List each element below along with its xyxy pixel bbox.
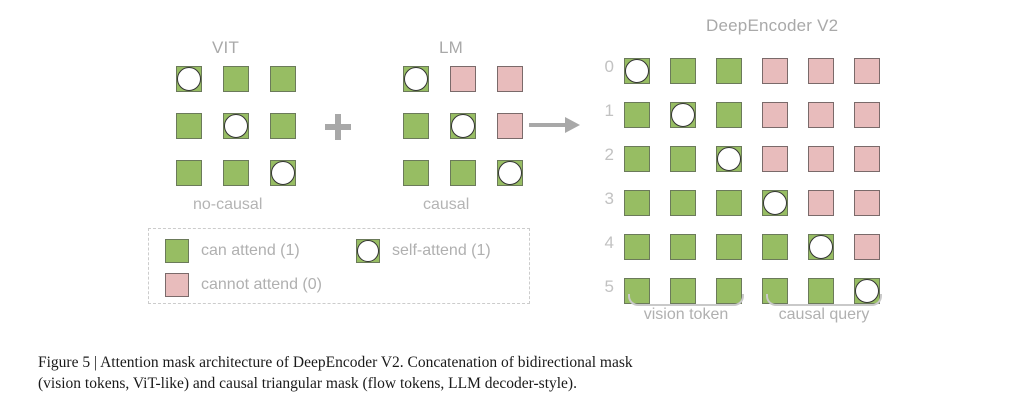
lm-cell-2-1 bbox=[450, 160, 476, 186]
deepencoder-cell-3-0 bbox=[624, 190, 650, 216]
vit-cell-0-0 bbox=[176, 66, 202, 92]
right-arrow-icon bbox=[529, 117, 583, 133]
deepencoder-cell-4-5 bbox=[854, 234, 880, 260]
vision-token-label: vision token bbox=[643, 306, 729, 323]
vit-sublabel: no-causal bbox=[193, 196, 263, 213]
deepencoder-cell-1-4 bbox=[808, 102, 834, 128]
figure-caption: Figure 5 | Attention mask architecture o… bbox=[38, 352, 738, 394]
deepencoder-cell-4-1 bbox=[670, 234, 696, 260]
deepencoder-cell-0-3 bbox=[762, 58, 788, 84]
deepencoder-cell-2-3 bbox=[762, 146, 788, 172]
deepencoder-cell-3-4 bbox=[808, 190, 834, 216]
deepencoder-cell-4-2 bbox=[716, 234, 742, 260]
deepencoder-row-label-3: 3 bbox=[604, 189, 614, 208]
deepencoder-row-label-4: 4 bbox=[604, 233, 614, 252]
vit-cell-2-0 bbox=[176, 160, 202, 186]
deepencoder-cell-1-1 bbox=[670, 102, 696, 128]
can-attend-swatch-icon bbox=[165, 239, 189, 263]
deepencoder-cell-0-2 bbox=[716, 58, 742, 84]
lm-cell-0-0 bbox=[403, 66, 429, 92]
lm-cell-0-1 bbox=[450, 66, 476, 92]
causal-query-brace bbox=[766, 294, 882, 306]
deepencoder-cell-2-5 bbox=[854, 146, 880, 172]
vit-title: VIT bbox=[212, 38, 240, 57]
deepencoder-cell-5-4 bbox=[808, 278, 834, 304]
deepencoder-cell-0-0 bbox=[624, 58, 650, 84]
deepencoder-cell-1-5 bbox=[854, 102, 880, 128]
vit-cell-2-1 bbox=[223, 160, 249, 186]
vit-cell-0-1 bbox=[223, 66, 249, 92]
vit-cell-1-0 bbox=[176, 113, 202, 139]
legend-item-self-attend: self-attend (1) bbox=[356, 239, 491, 263]
legend-item-cannot-attend: cannot attend (0) bbox=[165, 273, 322, 297]
lm-cell-1-2 bbox=[497, 113, 523, 139]
vit-cell-1-2 bbox=[270, 113, 296, 139]
lm-cell-2-0 bbox=[403, 160, 429, 186]
deepencoder-cell-2-4 bbox=[808, 146, 834, 172]
deepencoder-cell-0-1 bbox=[670, 58, 696, 84]
deepencoder-cell-0-4 bbox=[808, 58, 834, 84]
legend-item-can-attend: can attend (1) bbox=[165, 239, 300, 263]
deepencoder-cell-3-3 bbox=[762, 190, 788, 216]
vision-token-brace bbox=[628, 294, 744, 306]
deepencoder-title: DeepEncoder V2 bbox=[706, 16, 839, 35]
deepencoder-cell-1-2 bbox=[716, 102, 742, 128]
deepencoder-row-label-5: 5 bbox=[604, 277, 614, 296]
deepencoder-cell-4-4 bbox=[808, 234, 834, 260]
arrow-head bbox=[565, 117, 580, 133]
plus-icon bbox=[325, 114, 351, 140]
deepencoder-cell-3-1 bbox=[670, 190, 696, 216]
vit-cell-1-1 bbox=[223, 113, 249, 139]
causal-query-label: causal query bbox=[778, 306, 870, 323]
lm-sublabel: causal bbox=[423, 196, 470, 213]
deepencoder-cell-2-2 bbox=[716, 146, 742, 172]
deepencoder-cell-0-5 bbox=[854, 58, 880, 84]
deepencoder-cell-2-1 bbox=[670, 146, 696, 172]
deepencoder-row-label-2: 2 bbox=[604, 145, 614, 164]
deepencoder-cell-2-0 bbox=[624, 146, 650, 172]
deepencoder-row-label-0: 0 bbox=[604, 57, 614, 76]
vit-cell-0-2 bbox=[270, 66, 296, 92]
lm-title: LM bbox=[439, 38, 464, 57]
caption-line-1: Figure 5 | Attention mask architecture o… bbox=[38, 354, 633, 371]
deepencoder-cell-4-0 bbox=[624, 234, 650, 260]
vit-cell-2-2 bbox=[270, 160, 296, 186]
can-attend-label: can attend (1) bbox=[201, 242, 300, 259]
deepencoder-cell-4-3 bbox=[762, 234, 788, 260]
deepencoder-row-label-1: 1 bbox=[604, 101, 614, 120]
figure-diagram: VIT no-causal LM causal DeepEncoder V2 0… bbox=[0, 0, 1024, 340]
cannot-attend-label: cannot attend (0) bbox=[201, 276, 322, 293]
lm-cell-1-0 bbox=[403, 113, 429, 139]
legend-box: can attend (1) self-attend (1) cannot at… bbox=[148, 228, 530, 304]
self-attend-label: self-attend (1) bbox=[392, 242, 491, 259]
deepencoder-cell-5-1 bbox=[670, 278, 696, 304]
deepencoder-cell-3-2 bbox=[716, 190, 742, 216]
deepencoder-cell-1-3 bbox=[762, 102, 788, 128]
deepencoder-cell-3-5 bbox=[854, 190, 880, 216]
caption-line-2: (vision tokens, ViT-like) and causal tri… bbox=[38, 375, 577, 392]
arrow-shaft bbox=[529, 123, 567, 127]
self-attend-swatch-icon bbox=[356, 239, 380, 263]
lm-cell-2-2 bbox=[497, 160, 523, 186]
lm-cell-0-2 bbox=[497, 66, 523, 92]
cannot-attend-swatch-icon bbox=[165, 273, 189, 297]
lm-cell-1-1 bbox=[450, 113, 476, 139]
deepencoder-cell-1-0 bbox=[624, 102, 650, 128]
